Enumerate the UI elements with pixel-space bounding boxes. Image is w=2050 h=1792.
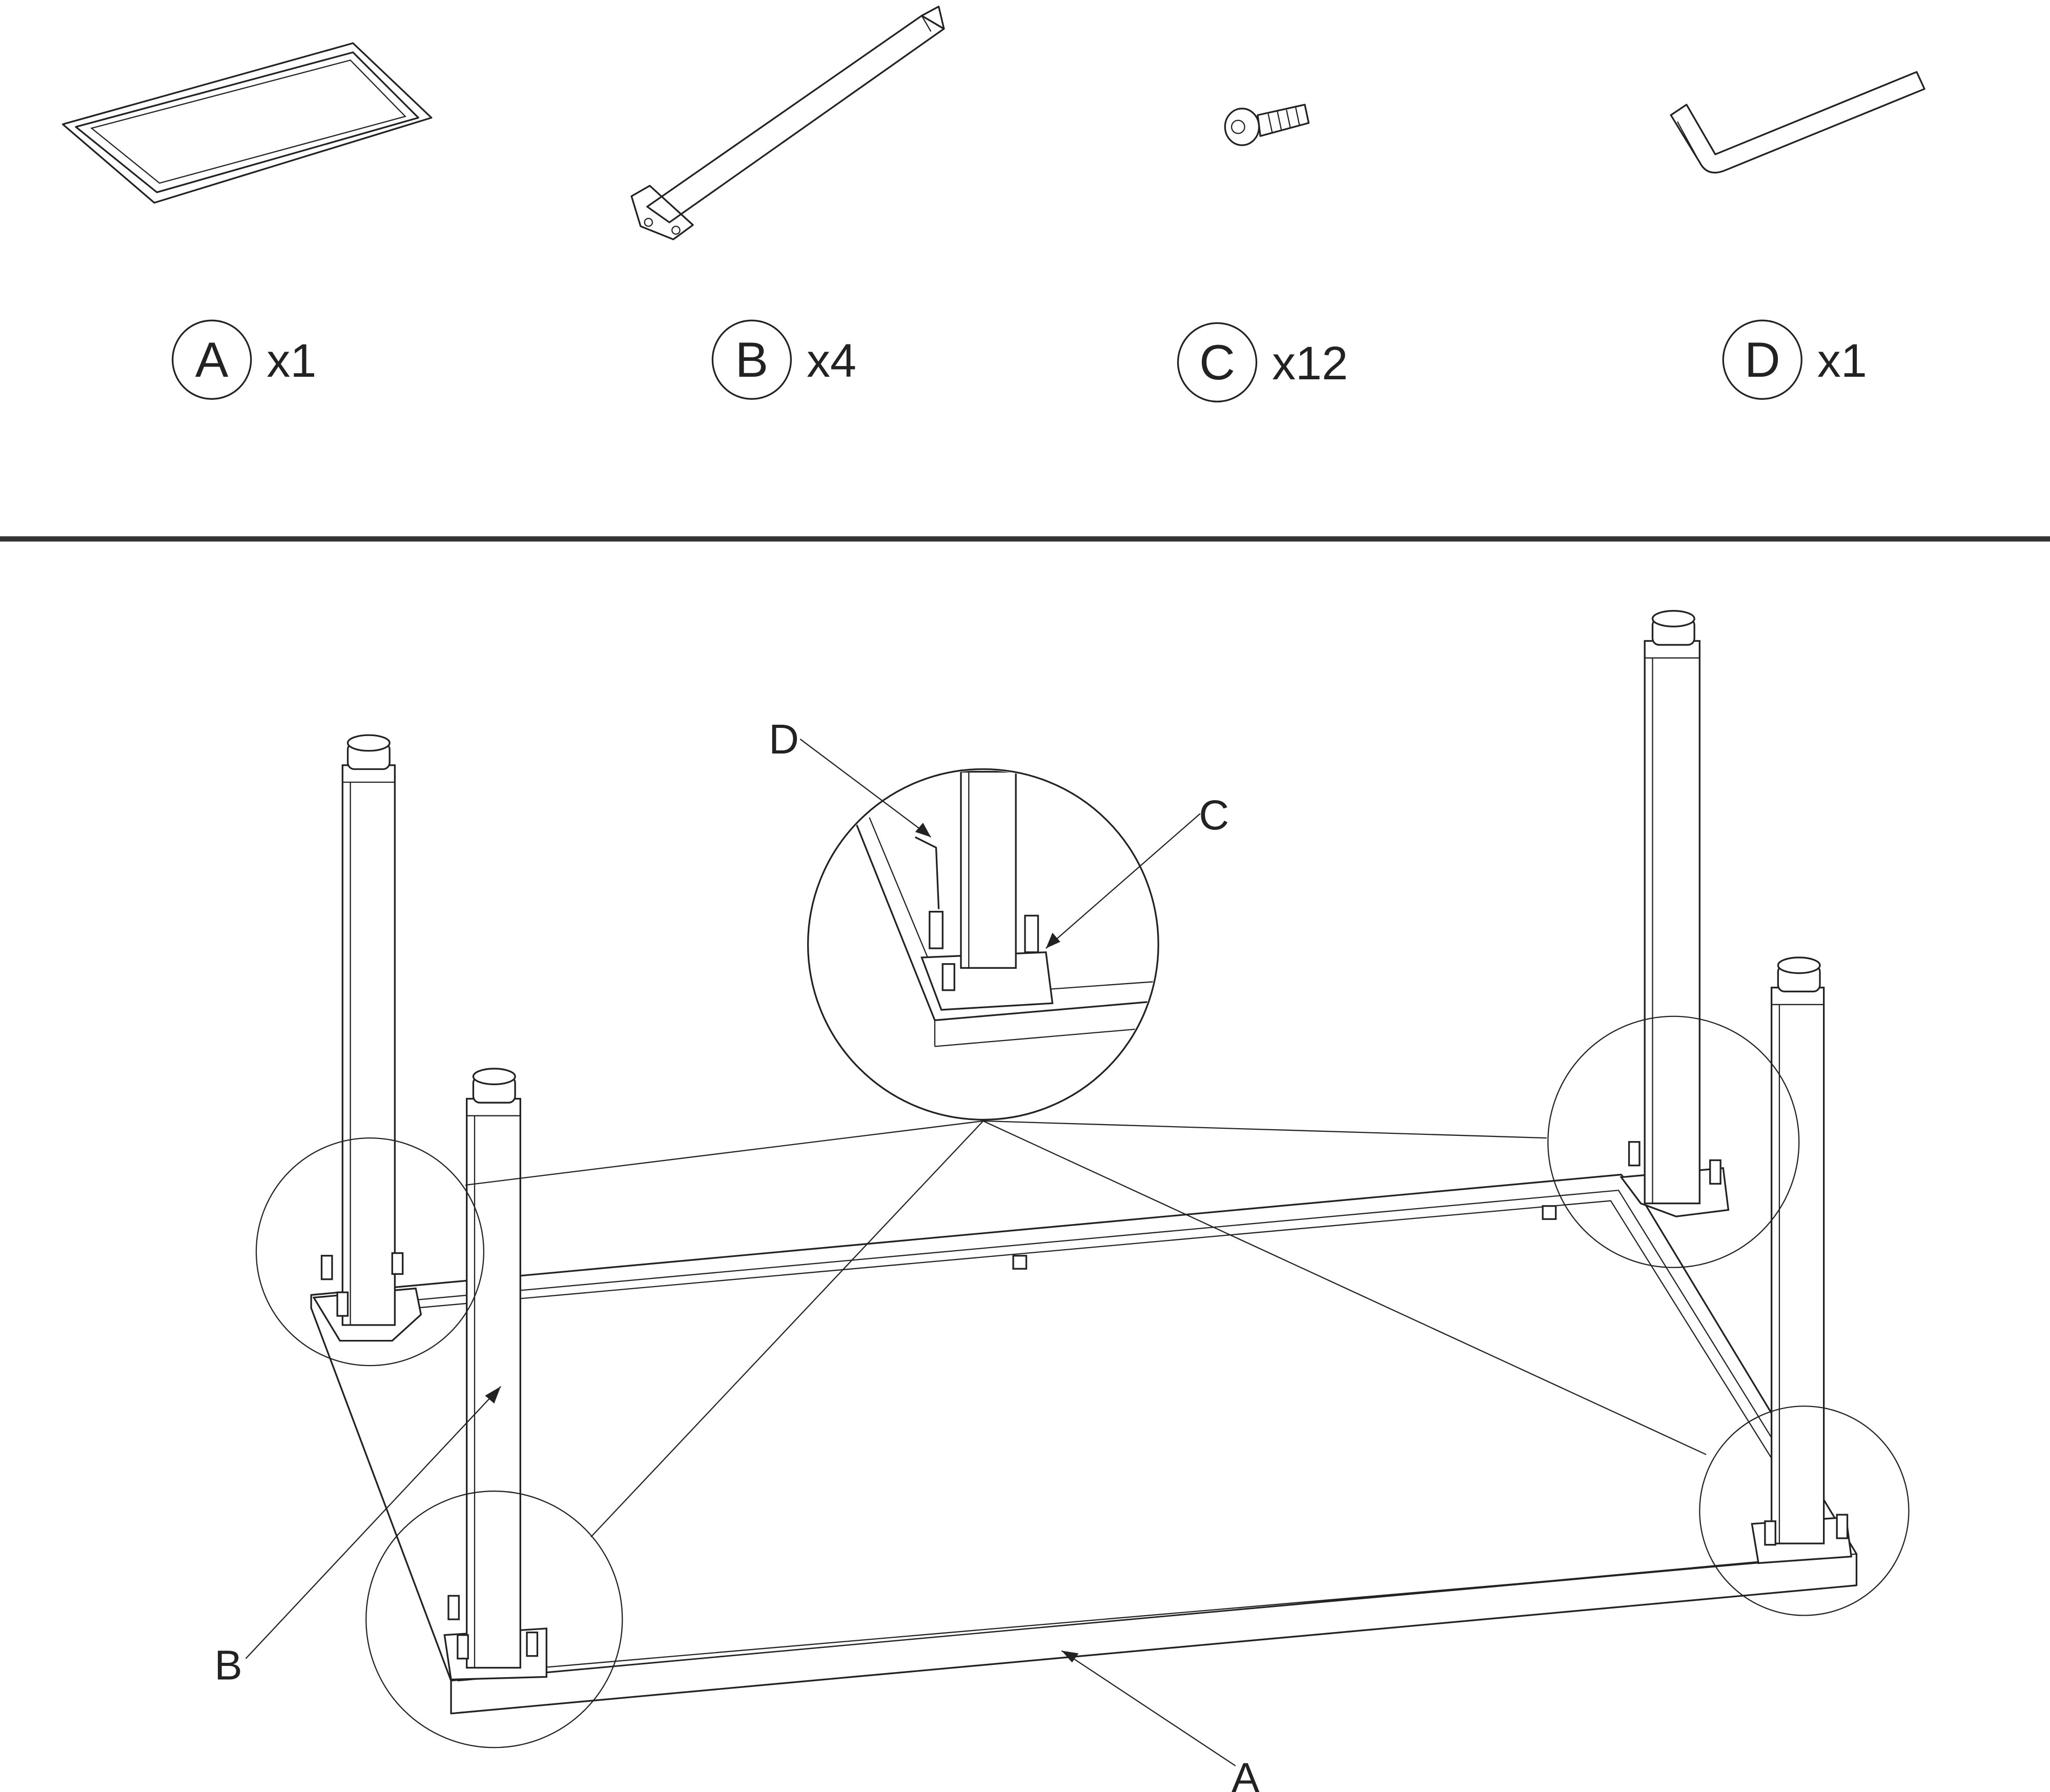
part-letter-circle [1177,322,1258,403]
part-letter-circle [711,319,792,400]
part-letter: B [735,332,769,388]
part-c-screw-icon [1224,104,1310,146]
detail-view [807,768,1159,1121]
part-letter: A [195,332,229,388]
frame-a [310,1173,1858,1715]
part-quantity: x12 [1272,337,1348,390]
part-letter: D [1745,332,1780,388]
leg-b-front-right [1770,956,1825,1544]
zoom-circle [1547,1015,1800,1268]
callout-d: D [769,716,932,838]
callout-label: D [769,716,799,763]
part-c-label: C x12 [1177,322,1348,403]
callout-label: C [1199,792,1229,839]
part-letter: C [1199,334,1235,390]
leg-b-back-right [1644,610,1700,1205]
part-d-hex-key-icon [1670,71,1925,174]
part-b-label: B x4 [711,319,856,400]
detail-connector-lines [465,1120,1707,1538]
part-quantity: x1 [266,335,316,387]
hex-key-in-use [914,836,940,909]
part-d-label: D x1 [1722,319,1867,400]
part-letter-circle [172,319,252,400]
frame-clip [1012,1255,1028,1270]
part-a-label: A x1 [172,319,316,400]
zoom-circle [365,1490,623,1748]
part-quantity: x1 [1817,335,1867,387]
callout-b: B [214,1386,501,1689]
callout-c: C [1046,792,1229,949]
leg-b-front-left [466,1068,521,1669]
part-quantity: x4 [807,335,856,387]
leg-b-back-left [341,734,396,1326]
callout-label: B [214,1642,242,1689]
zoom-circle [255,1137,485,1367]
frame-clip [1542,1205,1557,1220]
part-b-leg-icon [630,6,945,240]
zoom-circle [1699,1406,1910,1616]
part-letter-circle [1722,319,1802,400]
screws-c [320,1141,1849,1660]
callout-a: A [1061,1650,1260,1792]
part-a-frame-icon [61,42,433,204]
callout-label: A [1232,1755,1260,1792]
